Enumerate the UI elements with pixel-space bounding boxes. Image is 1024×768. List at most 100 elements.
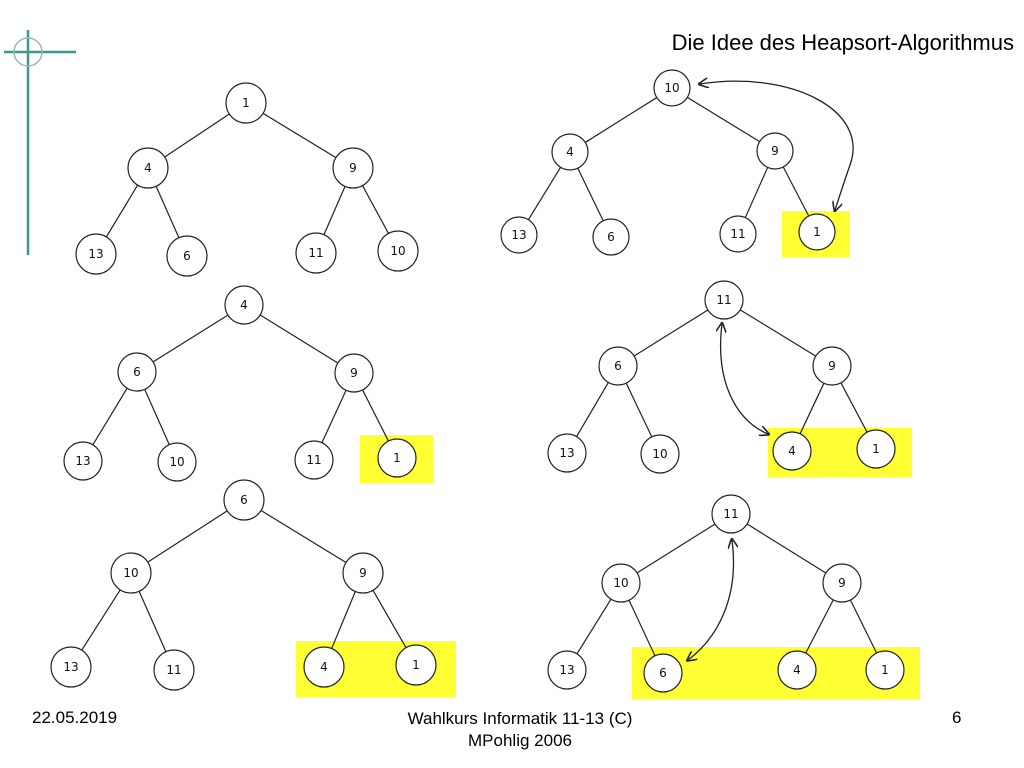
tree-1-node-circle	[295, 232, 337, 274]
tree-5-node-label: 6	[240, 493, 248, 507]
tree-1-node-label: 6	[183, 249, 191, 263]
tree-6-edge-5	[849, 599, 878, 654]
footer-course-line2: MPohlig 2006	[468, 731, 572, 750]
tree-4-node-10: 10	[640, 434, 680, 474]
tree-3-edge-1	[259, 314, 339, 364]
tree-1-edge-5	[362, 185, 389, 234]
tree-3-node-circle	[224, 285, 264, 325]
tree-3-node-1: 1	[377, 438, 417, 478]
tree-6-node-11: 11	[711, 494, 751, 534]
tree-6-node-circle	[643, 653, 683, 693]
tree-6-node-label: 9	[838, 576, 846, 590]
tree-3-node-6: 6	[117, 352, 157, 392]
tree-4-node-6: 6	[598, 346, 638, 386]
footer-date: 22.05.2019	[32, 708, 118, 727]
tree-6-edge-0	[636, 523, 716, 574]
tree-2-node-circle	[551, 133, 589, 171]
tree-2-edge-5	[782, 166, 810, 217]
tree-1-edge-2	[105, 184, 139, 238]
tree-1-node-label: 11	[308, 246, 323, 260]
tree-6-node-label: 13	[559, 663, 574, 677]
tree-3-edge-4	[321, 390, 347, 443]
tree-5-node-circle	[153, 649, 195, 691]
tree-6-node-circle	[865, 650, 905, 690]
tree-3-node-circle	[334, 353, 374, 393]
tree-6-node-10: 10	[601, 563, 641, 603]
tree-5-node-circle	[223, 479, 265, 521]
tree-2-node-label: 11	[730, 227, 745, 241]
tree-4-edge-0	[633, 309, 709, 357]
tree-3-node-label: 10	[169, 455, 184, 469]
tree-6-node-circle	[547, 650, 587, 690]
tree-6-node-circle	[601, 563, 641, 603]
tree-5-node-label: 13	[63, 660, 78, 674]
tree-4-node-label: 9	[828, 359, 836, 373]
tree-1-edge-3	[155, 186, 180, 238]
tree-2-node-13: 13	[500, 216, 538, 254]
tree-2-edge-1	[687, 96, 760, 143]
tree-2-edge-2	[527, 167, 562, 220]
tree-5-node-circle	[395, 644, 437, 686]
tree-3-node-circle	[377, 438, 417, 478]
tree-6-edge-1	[746, 523, 827, 574]
tree-2-node-label: 6	[607, 230, 615, 244]
tree-5-node-label: 10	[123, 566, 138, 580]
tree-4-node-1: 1	[856, 429, 896, 469]
tree-1-node-label: 10	[390, 244, 405, 258]
tree-2-node-circle	[756, 132, 794, 170]
tree-4-node-9: 9	[812, 346, 852, 386]
tree-4-node-circle	[704, 280, 744, 320]
tree-5-node-1: 1	[395, 644, 437, 686]
tree-3-node-circle	[63, 441, 103, 481]
tree-2-node-label: 1	[813, 225, 821, 239]
tree-1-node-1: 1	[225, 82, 267, 124]
tree-4-node-label: 10	[652, 447, 667, 461]
tree-4-node-circle	[812, 346, 852, 386]
tree-2-node-circle	[719, 215, 757, 253]
tree-2-node-9: 9	[756, 132, 794, 170]
tree-5-node-label: 4	[320, 660, 328, 674]
tree-6-node-9: 9	[822, 563, 862, 603]
tree-5-edge-1	[260, 509, 347, 564]
tree-4-node-circle	[598, 346, 638, 386]
slide-title: Die Idee des Heapsort-Algorithmus	[671, 30, 1014, 55]
tree-4-edge-2	[576, 382, 609, 437]
tree-3-node-13: 13	[63, 441, 103, 481]
tree-5-node-circle	[50, 646, 92, 688]
tree-2-node-circle	[500, 216, 538, 254]
tree-6-node-circle	[777, 650, 817, 690]
tree-1-node-10: 10	[377, 230, 419, 272]
tree-5-edge-4	[331, 591, 356, 649]
tree-3-node-4: 4	[224, 285, 264, 325]
tree-4-node-label: 1	[872, 442, 880, 456]
tree-3-node-circle	[157, 442, 197, 482]
tree-1-edge-0	[164, 113, 230, 158]
tree-2-node-11: 11	[719, 215, 757, 253]
tree-1-node-circle	[332, 147, 374, 189]
tree-6-node-1: 1	[865, 650, 905, 690]
tree-3-node-label: 4	[240, 298, 248, 312]
tree-5-node-circle	[303, 646, 345, 688]
tree-6-node-circle	[822, 563, 862, 603]
tree-5-node-4: 4	[303, 646, 345, 688]
tree-6-node-label: 1	[881, 663, 889, 677]
tree-1-node-11: 11	[295, 232, 337, 274]
tree-3-edge-3	[144, 389, 170, 445]
tree-2-edge-0	[584, 97, 658, 143]
tree-5-edge-3	[138, 591, 167, 652]
tree-5-node-circle	[342, 552, 384, 594]
tree-4-node-4: 4	[772, 431, 812, 471]
tree-3-node-label: 11	[306, 453, 321, 467]
tree-3-node-circle	[117, 352, 157, 392]
tree-4-node-label: 11	[716, 293, 731, 307]
tree-6-node-13: 13	[547, 650, 587, 690]
swap-arrow-tree-2	[700, 81, 854, 210]
footer-course: Wahlkurs Informatik 11-13 (C) MPohlig 20…	[330, 708, 710, 752]
tree-1-edge-1	[262, 112, 337, 159]
tree-5-edge-5	[372, 590, 407, 648]
tree-4-node-circle	[640, 434, 680, 474]
tree-1-node-label: 4	[144, 161, 152, 175]
tree-6-edge-4	[805, 599, 834, 654]
tree-4-node-circle	[547, 433, 587, 473]
